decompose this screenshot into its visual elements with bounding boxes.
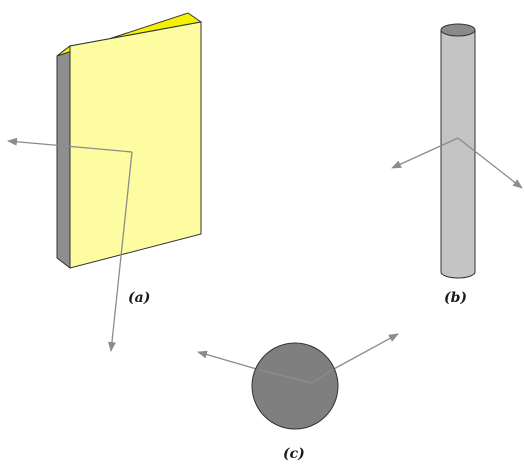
- sphere-arrow-left: [197, 350, 261, 371]
- cylinder-arrow-left: [391, 137, 459, 169]
- cylinder-body: [441, 30, 475, 272]
- sphere-body: [251, 342, 339, 430]
- sphere-arrow-left-inner: [259, 369, 313, 384]
- cylinder-arrow-right: [457, 137, 523, 189]
- slab-arrow-down: [107, 151, 133, 352]
- cylinder-top-face: [440, 23, 476, 37]
- label-c: (c): [283, 446, 305, 462]
- slab-arrow-left: [7, 137, 89, 149]
- sphere-shape: [197, 333, 399, 430]
- cylinder-bottom-edge: [440, 271, 476, 279]
- sphere-arrow-right: [331, 333, 399, 371]
- cylinder-shape: [391, 23, 523, 279]
- slab-side-face: [56, 44, 71, 270]
- label-a: (a): [128, 290, 151, 306]
- slab-front-face: [69, 21, 202, 269]
- sphere-arrow-right-inner: [311, 369, 333, 384]
- slab-shape: [7, 12, 203, 352]
- slab-arrow-connector: [87, 147, 133, 153]
- label-b: (b): [444, 290, 468, 306]
